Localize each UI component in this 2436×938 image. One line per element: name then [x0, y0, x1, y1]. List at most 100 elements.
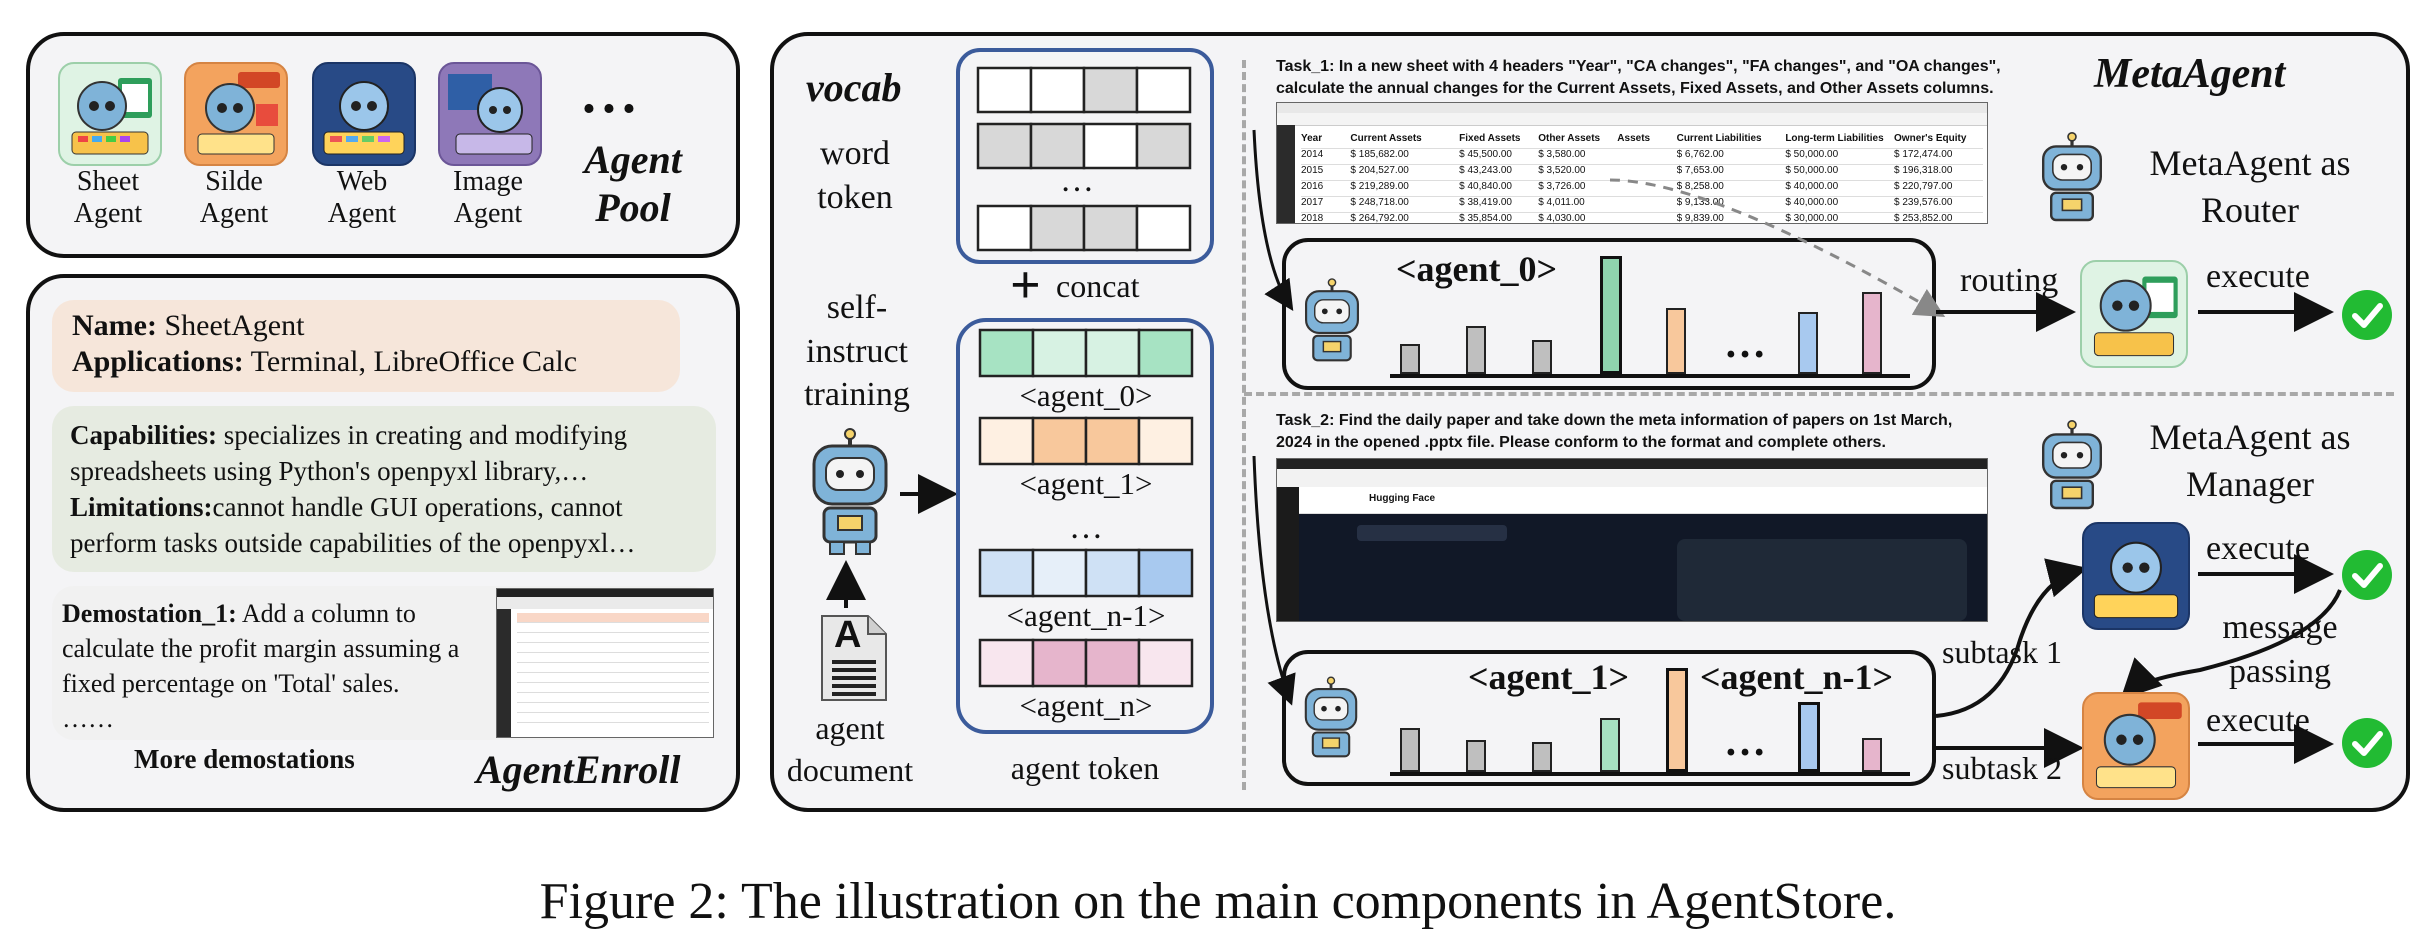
sheet-cell: 2018 — [1301, 213, 1324, 224]
sheet-cell: $ 248,718.00 — [1350, 197, 1409, 208]
sheet-cell: $ 172,474.00 — [1894, 149, 1953, 160]
sheet-cell: $ 253,852.00 — [1894, 213, 1953, 224]
sheet-cell: $ 40,000.00 — [1785, 197, 1839, 208]
router-bar-agent0 — [1600, 256, 1622, 374]
sheet-cell: $ 6,762.00 — [1676, 149, 1724, 160]
manager-robot-icon — [2042, 420, 2102, 510]
manager-bar-dots: … — [1724, 719, 1766, 765]
task1-spreadsheet-screenshot: Year Current Assets Fixed Assets Other Asse… — [1276, 102, 1988, 224]
sheet-cell: $ 185,682.00 — [1350, 149, 1409, 160]
router-bar-dots: … — [1724, 321, 1766, 367]
demo-screenshot — [496, 588, 714, 738]
manager-bar-4 — [1600, 718, 1620, 772]
vocab-arrows — [826, 474, 958, 608]
sheet-cell: $ 45,500.00 — [1459, 149, 1512, 160]
sheet-cell: $ 264,792.00 — [1350, 213, 1409, 224]
sheet-cell: $ 30,000.00 — [1785, 213, 1839, 224]
slide-agent-icon — [184, 62, 288, 166]
token-label-agentn: <agent_n> — [1019, 688, 1153, 723]
sheet-cell: 2015 — [1301, 165, 1324, 176]
sheet-cell: Fixed Assets — [1459, 133, 1521, 144]
sheet-cell: $ 38,419.00 — [1459, 197, 1512, 208]
sheet-cell: $ 7,653.00 — [1676, 165, 1724, 176]
capabilities-card: Capabilities: specializes in creating an… — [52, 406, 716, 572]
router-bar-1 — [1400, 344, 1420, 374]
sheet-cell: Other Assets — [1538, 133, 1601, 144]
agent-pool-ellipsis: ... — [584, 63, 644, 125]
sheet-header-row: Year Current Assets Fixed Assets Other Asse… — [1301, 133, 1983, 149]
sheet-row: 2016 $ 219,289.00 $ 40,840.00 $ 3,726.00 $ 8… — [1301, 181, 1983, 197]
token-label-agentn1: <agent_n-1> — [1006, 598, 1166, 633]
routing-label: routing — [1960, 262, 2059, 299]
execute-label-router: execute — [2206, 258, 2310, 295]
router-agent0-label: <agent_0> — [1396, 249, 1558, 289]
sheet-cell: $ 50,000.00 — [1785, 165, 1839, 176]
browser-brand: Hugging Face — [1369, 493, 1436, 504]
sheet-cell: $ 43,243.00 — [1459, 165, 1512, 176]
sheet-cell: $ 8,258.00 — [1676, 181, 1724, 192]
task2-text: Task_2: Find the daily paper and take do… — [1276, 412, 1953, 451]
sheet-cell: $ 219,289.00 — [1350, 181, 1409, 192]
execute-label-manager-1: execute — [2206, 530, 2310, 567]
token-label-agent1: <agent_1> — [1019, 466, 1153, 501]
sheet-cell: $ 3,726.00 — [1538, 181, 1586, 192]
agent-token-box — [956, 318, 1214, 734]
sheet-cell: Current Assets — [1350, 133, 1422, 144]
sheet-cell: 2014 — [1301, 149, 1324, 160]
manager-bar-1 — [1400, 728, 1420, 772]
sheet-cell: Current Liabilities — [1676, 133, 1762, 144]
sheet-cell: Owner's Equity — [1894, 133, 1967, 144]
sheet-cell: $ 35,854.00 — [1459, 213, 1512, 224]
subtask2-label: subtask 2 — [1942, 750, 2062, 786]
vocab-title: vocab — [806, 65, 902, 110]
router-bar-3 — [1532, 340, 1552, 374]
router-bars: … — [1390, 250, 1910, 378]
manager-bar-agent1 — [1666, 668, 1688, 772]
sheet-cell: $ 239,576.00 — [1894, 197, 1953, 208]
task2-browser-screenshot: Hugging Face — [1276, 458, 1988, 622]
sheet-cell: Long-term Liabilities — [1785, 133, 1884, 144]
sheet-cell: 2016 — [1301, 181, 1324, 192]
manager-bar-3 — [1532, 742, 1552, 772]
check-icon-router — [2342, 290, 2392, 340]
manager-agentn1-label: <agent_n-1> — [1700, 657, 1894, 697]
sheet-cell: $ 40,000.00 — [1785, 181, 1839, 192]
router-robot-icon — [2042, 132, 2102, 222]
sheet-cell: $ 9,839.00 — [1676, 213, 1724, 224]
router-bar-5 — [1666, 308, 1686, 374]
sheet-cell: 2017 — [1301, 197, 1324, 208]
word-token-box — [956, 48, 1214, 264]
robot-trainer-icon — [812, 428, 888, 555]
agent-enroll-title: AgentEnroll — [476, 747, 681, 792]
sheet-row: 2015$ 204,527.00$ 43,243.00$ 3,520.00$ 7… — [1301, 165, 1983, 181]
sheet-cell: $ 4,011.00 — [1538, 197, 1585, 208]
subtask-slide-agent-icon — [2082, 692, 2190, 800]
meta-agent-title: MetaAgent — [2094, 51, 2286, 97]
more-demostations: More demostations — [134, 744, 355, 774]
check-icon-manager-1 — [2342, 550, 2392, 600]
web-agent-icon — [312, 62, 416, 166]
agent-document-icon — [821, 615, 887, 701]
manager-bar-2 — [1466, 740, 1486, 772]
token-label-agent0: <agent_0> — [1019, 378, 1153, 413]
sheet-cell: $ 196,318.00 — [1894, 165, 1953, 176]
sheet-cell: $ 40,840.00 — [1459, 181, 1512, 192]
sheet-cell: $ 3,520.00 — [1538, 165, 1586, 176]
check-icon-manager-2 — [2342, 718, 2392, 768]
sheet-cell: Year — [1301, 133, 1323, 144]
divider-vertical — [1242, 60, 1246, 790]
name-card: Name: SheetAgent Applications: Terminal,… — [52, 300, 680, 392]
routed-sheet-agent-icon — [2080, 260, 2188, 368]
sheet-cell: $ 3,580.00 — [1538, 149, 1586, 160]
manager-bars: … — [1390, 660, 1910, 776]
manager-agent1-label: <agent_1> — [1468, 657, 1630, 697]
sheet-cell: $ 220,797.00 — [1894, 181, 1953, 192]
